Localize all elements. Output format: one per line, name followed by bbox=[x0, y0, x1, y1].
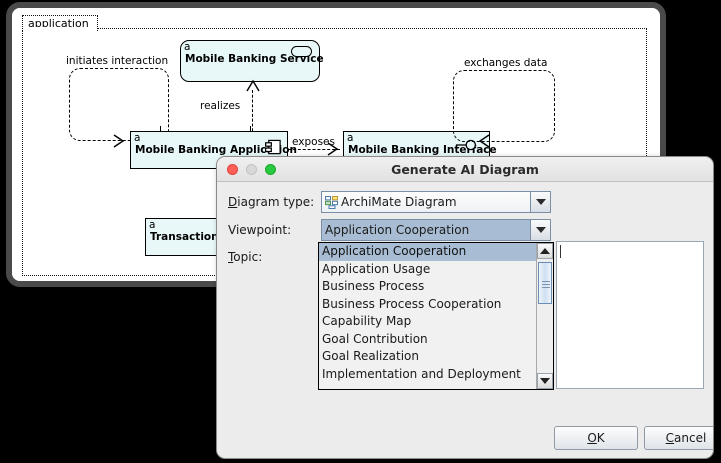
dialog-body: Diagram type: ArchiMate Diagram bbox=[217, 182, 713, 420]
relation-label-initiates-interaction: initiates interaction bbox=[66, 55, 169, 67]
interface-icon bbox=[456, 139, 477, 151]
scrollbar-thumb[interactable] bbox=[538, 262, 552, 304]
exposes-connector[interactable] bbox=[288, 149, 340, 150]
scrollbar-grip-icon bbox=[542, 281, 550, 282]
element-label: Mobile Banking Interface bbox=[348, 144, 497, 156]
component-icon bbox=[265, 139, 281, 155]
element-label: Mobile Banking Application bbox=[135, 144, 297, 156]
scroll-up-arrow-icon[interactable] bbox=[537, 243, 553, 259]
element-letter: a bbox=[149, 219, 156, 231]
element-letter: a bbox=[184, 41, 191, 53]
diagram-type-value: ArchiMate Diagram bbox=[341, 195, 457, 209]
dialog-title: Generate AI Diagram bbox=[391, 162, 539, 177]
cancel-button-mnemonic: C bbox=[665, 431, 675, 445]
service-icon bbox=[291, 46, 312, 57]
diagram-type-label-mnemonic: D bbox=[228, 195, 238, 209]
dropdown-options[interactable]: Application Cooperation Application Usag… bbox=[319, 243, 536, 389]
realizes-connector[interactable] bbox=[252, 90, 253, 136]
group-tab-mask bbox=[23, 27, 95, 30]
scroll-down-arrow-icon[interactable] bbox=[537, 373, 553, 389]
dialog-titlebar[interactable]: Generate AI Diagram bbox=[217, 157, 713, 182]
dropdown-option[interactable]: Capability Map bbox=[322, 314, 412, 328]
realizes-arrowhead-icon bbox=[246, 79, 260, 92]
viewpoint-dropdown-arrow-icon[interactable] bbox=[530, 220, 550, 240]
dropdown-option[interactable]: Goal Realization bbox=[322, 349, 419, 363]
initiates-arrowhead-icon bbox=[113, 134, 125, 148]
element-label: Mobile Banking Service bbox=[185, 53, 324, 65]
viewpoint-dropdown-list[interactable]: Application Cooperation Application Usag… bbox=[318, 242, 554, 390]
topic-label: Topic: bbox=[228, 250, 262, 264]
ok-button-mnemonic: O bbox=[587, 431, 597, 445]
viewpoint-value-wrapper: Application Cooperation bbox=[322, 223, 530, 237]
diagram-type-label-rest: iagram type: bbox=[237, 195, 315, 209]
close-icon[interactable] bbox=[227, 164, 238, 175]
dropdown-scrollbar[interactable] bbox=[536, 243, 553, 389]
archimate-diagram-icon bbox=[325, 195, 338, 209]
minimize-icon[interactable] bbox=[246, 164, 257, 175]
dropdown-option[interactable]: Goal Contribution bbox=[322, 331, 428, 346]
diagram-type-label: Diagram type: bbox=[228, 195, 314, 209]
dropdown-option[interactable]: Implementation and Deployment bbox=[322, 366, 521, 381]
cancel-button-rest: ancel bbox=[674, 431, 707, 445]
viewpoint-value: Application Cooperation bbox=[325, 223, 470, 237]
diagram-type-dropdown-arrow-icon[interactable] bbox=[530, 192, 550, 212]
diagram-type-combobox[interactable]: ArchiMate Diagram bbox=[321, 191, 551, 213]
dropdown-option[interactable]: Application Usage bbox=[322, 261, 431, 276]
chevron-down-icon bbox=[535, 227, 546, 233]
dropdown-option[interactable]: Business Process Cooperation bbox=[322, 296, 502, 311]
topic-label-rest: opic: bbox=[233, 250, 263, 264]
element-mobile-banking-service[interactable]: a Mobile Banking Service bbox=[180, 40, 324, 82]
viewpoint-label: Viewpoint: bbox=[228, 223, 292, 237]
topic-label-mnemonic: T bbox=[228, 250, 234, 264]
selection-tick bbox=[160, 126, 161, 131]
exchanges-arrowhead-icon bbox=[478, 134, 490, 148]
relation-label-exposes: exposes bbox=[292, 136, 335, 148]
element-letter: a bbox=[347, 132, 354, 144]
initiates-interaction-loop[interactable] bbox=[69, 68, 169, 141]
chevron-down-icon bbox=[535, 199, 546, 205]
maximize-icon[interactable] bbox=[265, 164, 276, 175]
exposes-arrowhead-icon bbox=[327, 142, 339, 156]
triangle-up-icon bbox=[540, 248, 550, 254]
dropdown-option[interactable]: Application Cooperation bbox=[319, 243, 536, 261]
selection-tick bbox=[250, 126, 251, 131]
ok-button-rest: K bbox=[596, 431, 605, 445]
viewpoint-combobox[interactable]: Application Cooperation bbox=[321, 219, 551, 241]
exchanges-data-loop[interactable] bbox=[453, 70, 555, 142]
relation-label-realizes: realizes bbox=[200, 100, 241, 112]
dropdown-option[interactable]: Business Process bbox=[322, 279, 425, 293]
relation-label-exchanges-data: exchanges data bbox=[464, 57, 548, 69]
element-letter: a bbox=[134, 132, 141, 144]
text-caret bbox=[560, 245, 561, 258]
diagram-type-value-wrapper: ArchiMate Diagram bbox=[322, 195, 530, 209]
topic-textarea[interactable] bbox=[556, 241, 704, 389]
triangle-down-icon bbox=[540, 378, 550, 384]
